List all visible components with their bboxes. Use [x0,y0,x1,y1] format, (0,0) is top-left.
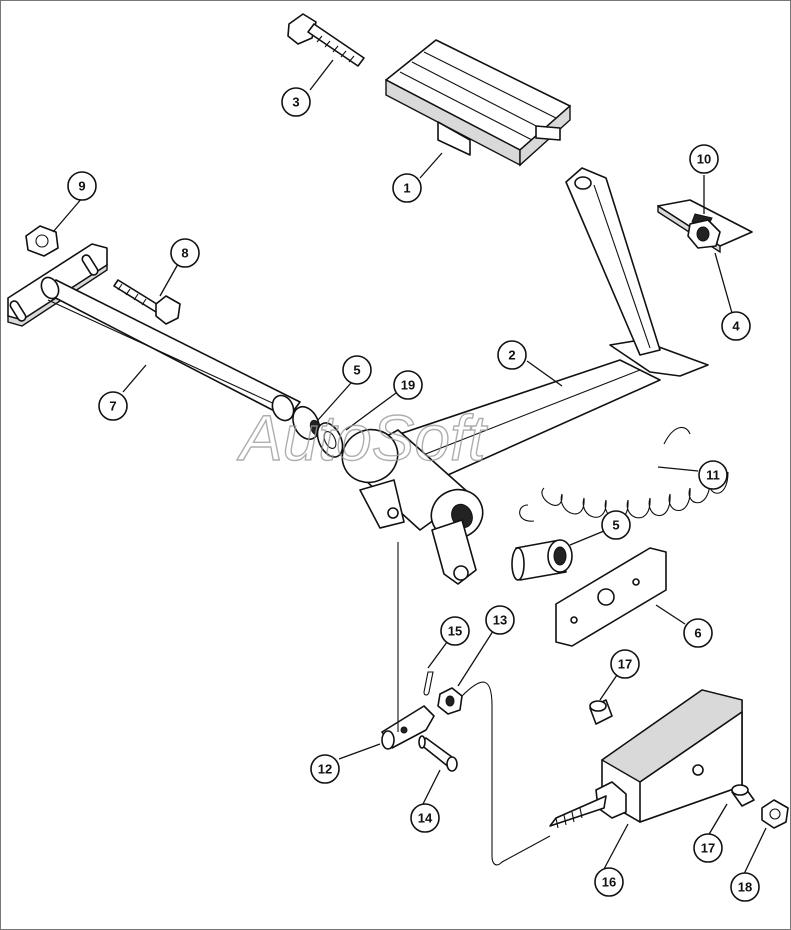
callout-6: 6 [683,618,713,648]
nut-part-4 [687,219,721,249]
bolt-part-3 [287,13,365,67]
svg-text:7: 7 [109,399,116,414]
svg-text:18: 18 [738,880,752,895]
svg-text:6: 6 [694,626,701,641]
callout-12: 12 [310,754,340,784]
svg-text:10: 10 [697,152,711,167]
pedal-pad-part-1 [385,39,571,167]
washer-part-19 [316,422,344,458]
svg-text:2: 2 [508,348,515,363]
bushing-part-17-lower [731,784,755,807]
callout-15: 15 [440,616,470,646]
callout-13: 13 [485,605,515,635]
svg-text:16: 16 [602,875,616,890]
callout-8: 8 [170,238,200,268]
cotter-pin-part-15 [423,671,434,696]
callout-3: 3 [281,87,311,117]
bushing-part-5-lower [511,539,573,581]
bolt-part-8 [113,279,181,325]
callout-5-lower: 5 [601,510,631,540]
nut-part-18 [761,799,789,829]
clevis-part-12 [381,542,435,750]
svg-text:8: 8 [181,246,188,261]
clevis-pin-part-14 [418,735,458,772]
pedal-arm-part-2 [341,167,709,585]
svg-text:5: 5 [353,363,360,378]
svg-text:17: 17 [701,841,715,856]
spring-part-11 [519,426,729,522]
callout-18: 18 [730,872,760,902]
svg-text:3: 3 [292,95,299,110]
callout-5-upper: 5 [342,355,372,385]
svg-text:13: 13 [493,613,507,628]
nut-part-9 [25,225,59,257]
svg-text:15: 15 [448,624,462,639]
svg-text:14: 14 [418,811,433,826]
svg-text:5: 5 [612,518,619,533]
callout-17-upper: 17 [610,649,640,679]
watermark-text: AutoSoft [236,402,488,474]
pedal-shaft-part-7 [7,243,301,422]
callout-19: 19 [393,370,423,400]
svg-text:4: 4 [732,319,740,334]
callout-1: 1 [392,173,422,203]
callout-16: 16 [594,867,624,897]
svg-text:9: 9 [78,179,85,194]
callout-10: 10 [689,144,719,174]
callout-17-lower: 17 [693,833,723,863]
svg-text:11: 11 [706,468,720,483]
callout-4: 4 [721,311,751,341]
svg-text:12: 12 [318,762,332,777]
callout-11: 11 [698,460,728,490]
plate-part-6 [555,547,667,647]
bushing-part-17-upper [589,699,613,725]
svg-text:19: 19 [401,378,415,393]
callout-2: 2 [497,340,527,370]
master-cylinder-part-16 [461,681,743,866]
svg-text:1: 1 [403,181,410,196]
callout-9: 9 [67,171,97,201]
nut-part-13 [437,687,463,715]
svg-text:17: 17 [618,657,632,672]
callout-7: 7 [98,391,128,421]
callout-14: 14 [410,803,440,833]
leader-lines [52,59,767,875]
